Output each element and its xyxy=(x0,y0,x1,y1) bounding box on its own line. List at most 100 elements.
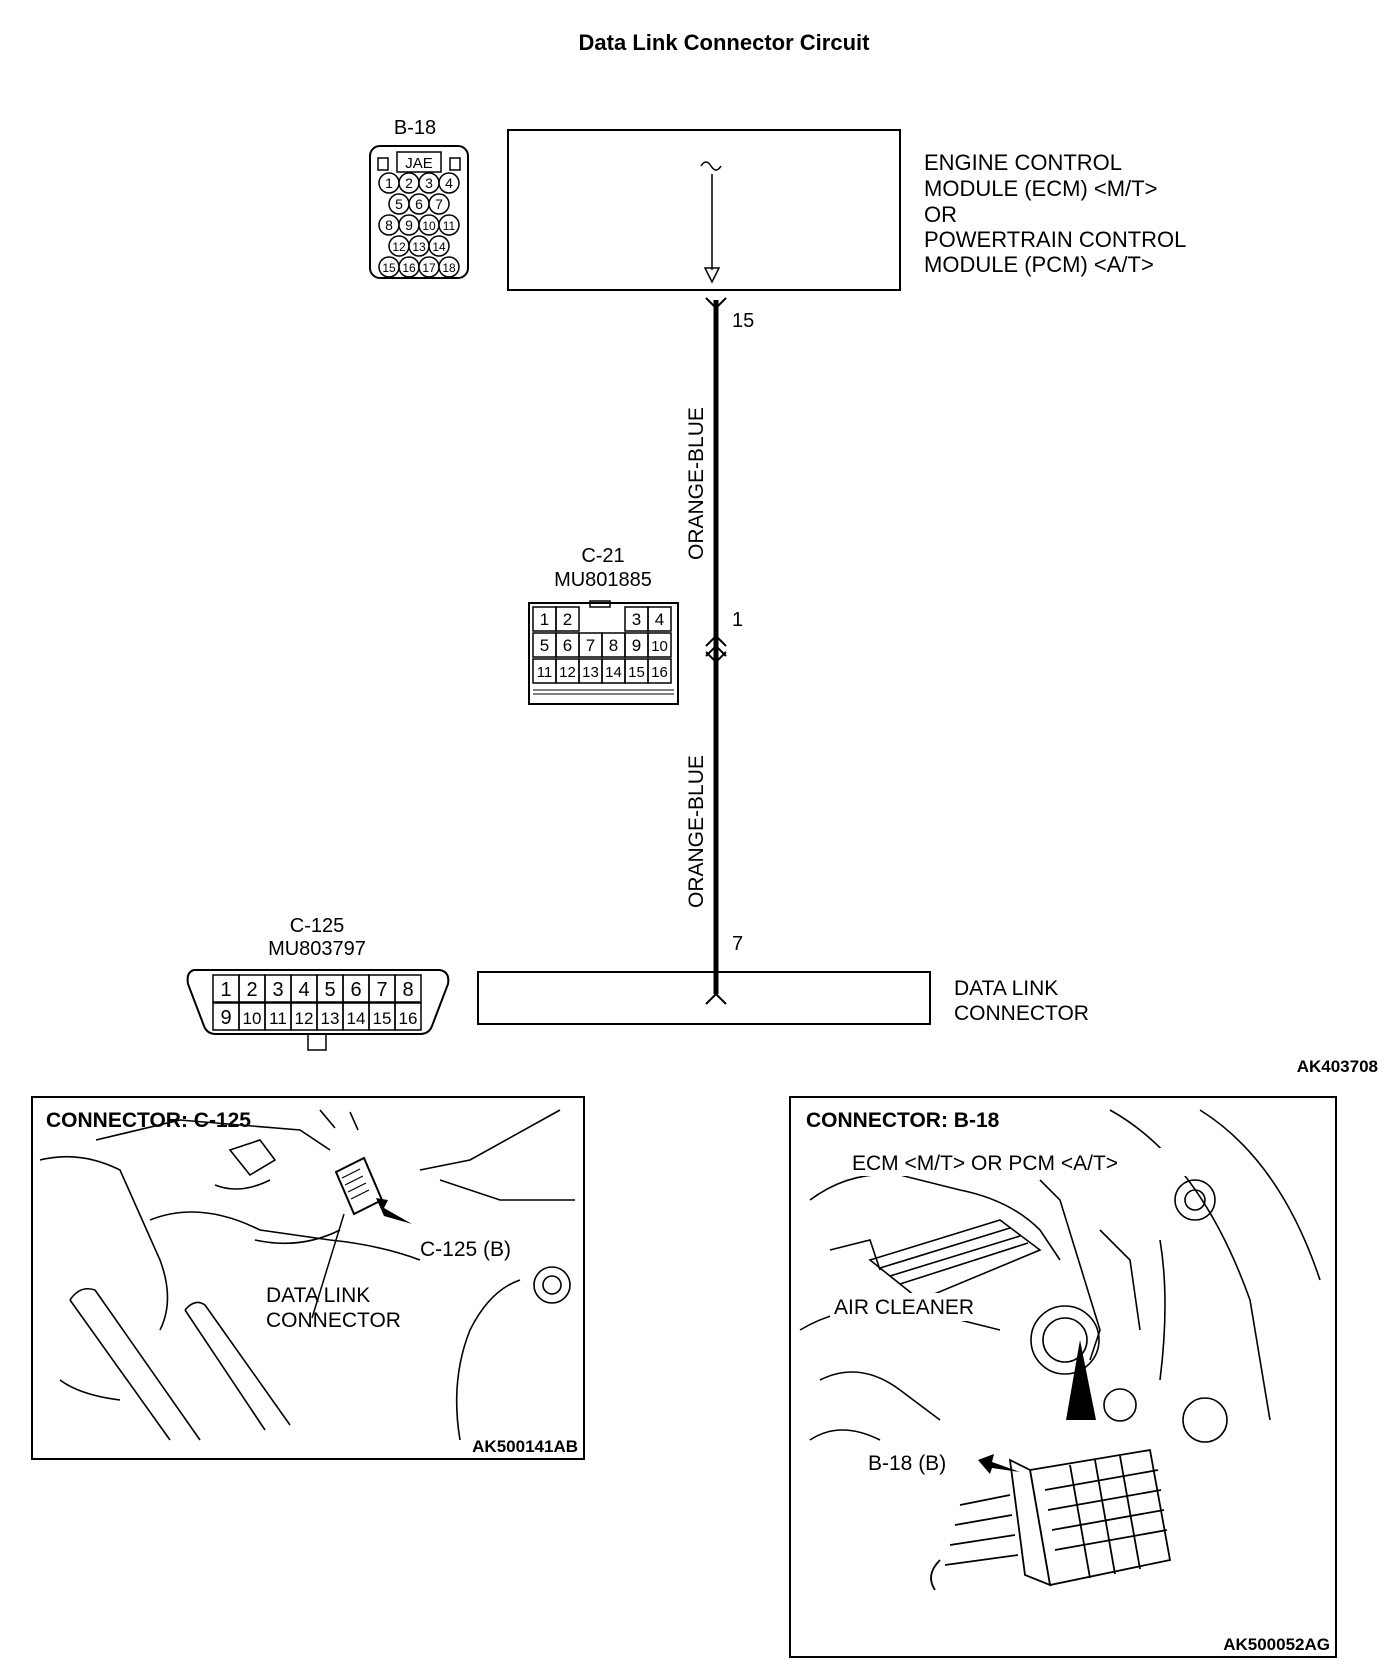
wire-pin-15: 15 xyxy=(732,310,754,332)
c21-pin xyxy=(647,632,672,658)
c125-pin-label: 15 xyxy=(373,1009,392,1028)
panel-right-pointer xyxy=(1066,1340,1096,1420)
wire-color-upper: ORANGE-BLUE xyxy=(685,407,708,560)
figure-code-main: AK403708 xyxy=(1297,1057,1378,1076)
connector-c125-housing xyxy=(186,969,450,1035)
panel-connector-c125: CONNECTOR: C-125 C-125 (B) DATA LINK CON… xyxy=(31,1096,585,1460)
ecm-internal-arrow xyxy=(703,267,721,284)
c21-pin-label: 15 xyxy=(628,664,645,681)
b18-pin-label: 2 xyxy=(405,175,413,191)
ecm-label-line-5: MODULE (PCM) <A/T> xyxy=(924,252,1154,277)
c125-pin-label: 10 xyxy=(243,1009,262,1028)
dlc-box xyxy=(477,971,931,1025)
b18-pin xyxy=(428,235,450,257)
c21-pin xyxy=(555,606,580,632)
connector-c125-label: C-125 xyxy=(290,915,344,937)
panel-right-code: AK500052AG xyxy=(1223,1635,1330,1654)
ecm-label-line-2: MODULE (ECM) <M/T> xyxy=(924,176,1157,201)
wire-dlc-arrow xyxy=(705,992,727,1005)
b18-pin-label: 5 xyxy=(395,196,403,212)
panel-left-illustration xyxy=(39,1109,575,1441)
c21-pin-label: 2 xyxy=(563,610,572,629)
b18-pin-label: 3 xyxy=(425,175,433,191)
c21-pin-label: 16 xyxy=(651,664,668,681)
b18-pin-label: 14 xyxy=(432,240,446,254)
ecm-internal-symbol xyxy=(700,161,722,171)
connector-b18-label: B-18 xyxy=(394,117,436,139)
connector-b18-latch-right xyxy=(449,157,461,171)
wire-c21-junction-top xyxy=(705,634,727,657)
panel-right-title: CONNECTOR: B-18 xyxy=(806,1109,1000,1132)
panel-right-air-label-bg xyxy=(830,1293,1006,1321)
panel-right-frame xyxy=(789,1096,1337,1658)
connector-c125-key xyxy=(307,1033,327,1051)
b18-pin-label: 16 xyxy=(402,261,416,275)
c21-pin-label: 10 xyxy=(651,638,668,655)
wire-pin-1: 1 xyxy=(732,609,743,631)
c21-pin xyxy=(647,658,672,684)
wire-color-lower: ORANGE-BLUE xyxy=(685,755,708,908)
panel-right-callout-arrow xyxy=(978,1454,1020,1474)
b18-pin xyxy=(438,172,460,194)
c125-pin-label: 1 xyxy=(220,979,231,1001)
connector-c125-part: MU803797 xyxy=(268,938,366,960)
b18-pin-label: 4 xyxy=(445,175,453,191)
data-link-connector: DATA LINK CONNECTOR xyxy=(477,971,1089,1025)
dlc-label-line-1: DATA LINK xyxy=(954,977,1058,1000)
panel-left-frame xyxy=(31,1096,585,1460)
connector-c21-label: C-21 xyxy=(581,545,624,567)
connector-b18-housing xyxy=(369,145,469,279)
panel-right-callout: B-18 (B) xyxy=(868,1452,946,1475)
ecm-label-line-1: ENGINE CONTROL xyxy=(924,150,1122,175)
panel-left-label-line-2: CONNECTOR xyxy=(266,1309,401,1332)
panel-right-air-cleaner-label: AIR CLEANER xyxy=(834,1296,974,1319)
b18-pin-label: 7 xyxy=(435,196,443,212)
c125-pin-label: 12 xyxy=(295,1009,314,1028)
ecm-label-line-4: POWERTRAIN CONTROL xyxy=(924,227,1186,252)
b18-pin-label: 13 xyxy=(412,240,426,254)
panel-left-leader-line xyxy=(311,1213,345,1319)
c125-pin-label: 3 xyxy=(272,979,283,1001)
b18-pin xyxy=(438,214,460,236)
wire-c21-junction-bottom xyxy=(705,651,727,664)
panel-left-callout-arrow xyxy=(376,1198,412,1224)
panel-left-title: CONNECTOR: C-125 xyxy=(46,1109,251,1132)
panel-left-label-line-1: DATA LINK xyxy=(266,1284,370,1307)
panel-right-ecm-label-bg xyxy=(848,1148,1188,1176)
c21-pin-label: 9 xyxy=(632,636,641,655)
ecm-module: ENGINE CONTROL MODULE (ECM) <M/T> OR POW… xyxy=(507,129,1186,291)
wire-pin-7: 7 xyxy=(732,933,743,955)
ecm-label-line-3: OR xyxy=(924,202,957,227)
c21-pin-label: 4 xyxy=(655,610,664,629)
c125-pin-label: 13 xyxy=(321,1009,340,1028)
connector-c21-part: MU801885 xyxy=(554,569,652,591)
b18-pin-label: 17 xyxy=(422,261,436,275)
b18-pin-label: 9 xyxy=(405,217,413,233)
c21-pin-label: 13 xyxy=(582,664,599,681)
c125-pin-label: 6 xyxy=(350,979,361,1001)
b18-pin-label: 12 xyxy=(392,240,406,254)
ecm-box xyxy=(507,129,901,291)
c125-pin-label: 4 xyxy=(298,979,309,1001)
connector-b18-tag: JAE xyxy=(405,155,433,172)
c21-pin-label: 8 xyxy=(609,636,618,655)
diagram-title: Data Link Connector Circuit xyxy=(579,30,871,55)
c125-pin-label: 14 xyxy=(347,1009,366,1028)
c125-pin-label: 7 xyxy=(376,979,387,1001)
c21-pin-label: 7 xyxy=(586,636,595,655)
c125-pin-label: 8 xyxy=(402,979,413,1001)
connector-c21-housing xyxy=(528,602,679,705)
panel-left-code: AK500141AB xyxy=(472,1437,578,1456)
c125-pin xyxy=(394,1002,422,1031)
connector-c21-key xyxy=(589,600,611,608)
connector-b18-tag-box xyxy=(396,151,442,173)
panel-left-dlc-pins xyxy=(341,1168,370,1200)
b18-pin-label: 1 xyxy=(385,175,393,191)
harness-wire: 15 ORANGE-BLUE 1 ORANGE-BLUE 7 xyxy=(685,297,754,1005)
panel-right-ecm-label: ECM <M/T> OR PCM <A/T> xyxy=(852,1152,1118,1175)
connector-b18-latch-left xyxy=(377,157,389,171)
b18-pin-label: 18 xyxy=(442,261,456,275)
